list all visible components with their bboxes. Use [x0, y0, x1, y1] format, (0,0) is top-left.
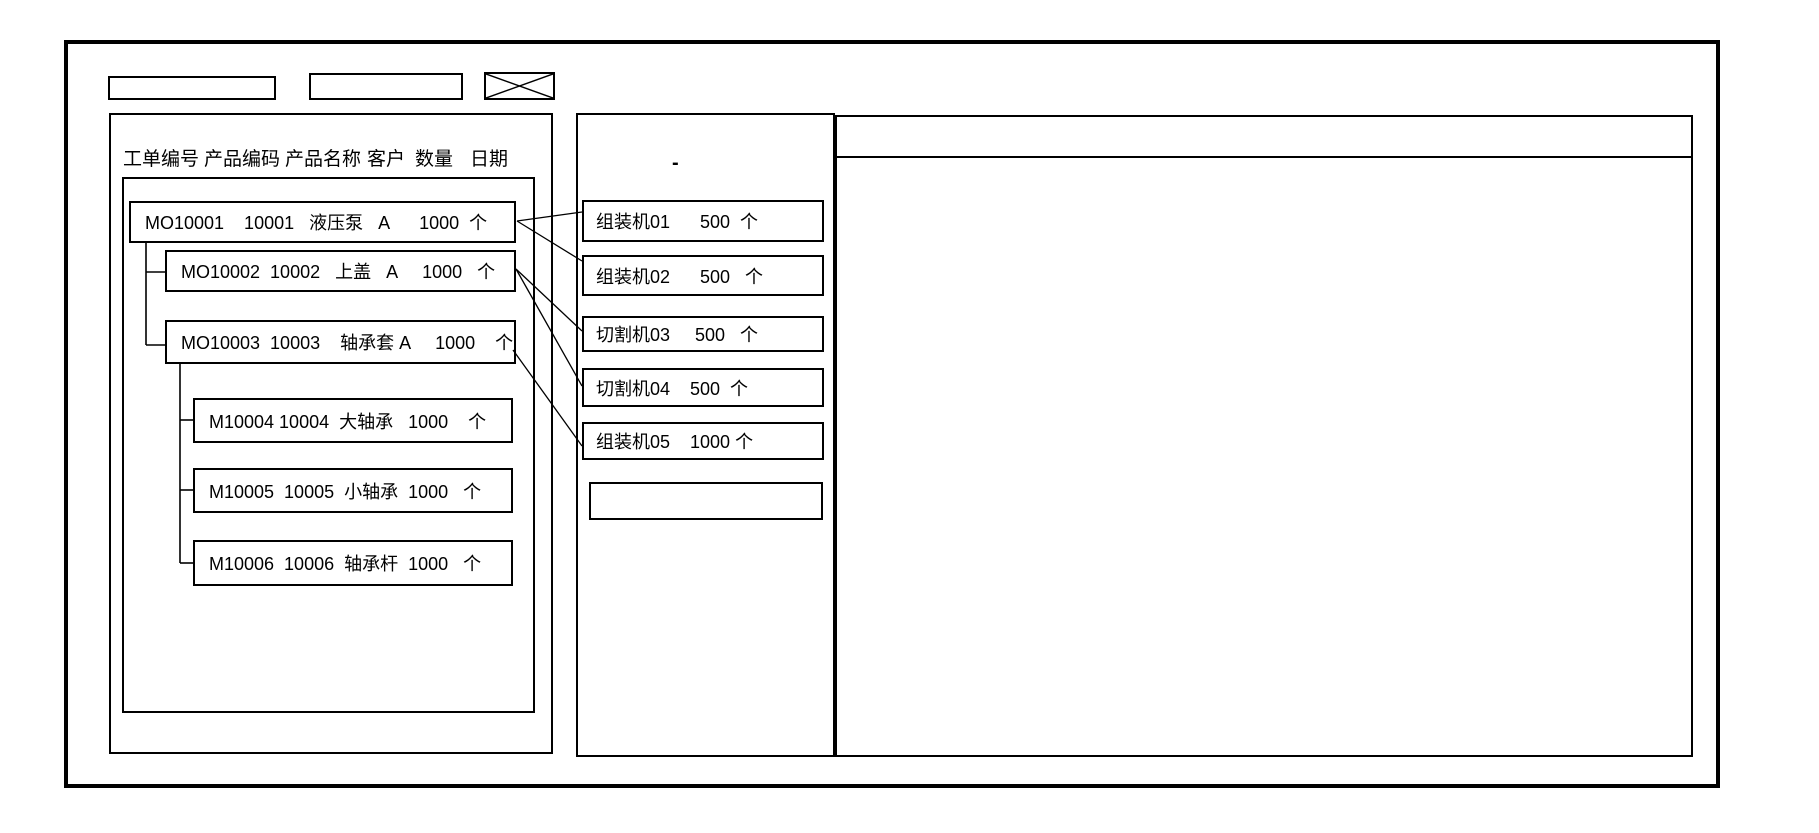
machine-item[interactable]: 组装机05 1000 个	[582, 422, 824, 460]
machine-item[interactable]: 组装机02 500 个	[582, 255, 824, 296]
column-header-product-code: 产品编码	[204, 149, 281, 170]
machine-panel-mark: -	[672, 152, 679, 174]
work-order-row[interactable]: M10006 10006 轴承杆 1000 个	[193, 540, 513, 586]
image-placeholder-icon	[484, 72, 555, 100]
toolbar-field-1[interactable]	[108, 76, 276, 100]
machine-item[interactable]: 切割机03 500 个	[582, 316, 824, 352]
machine-item[interactable]: 组装机01 500 个	[582, 200, 824, 242]
work-order-row[interactable]: M10004 10004 大轴承 1000 个	[193, 398, 513, 443]
machine-item-empty[interactable]	[589, 482, 823, 520]
work-order-row[interactable]: MO10002 10002 上盖 A 1000 个	[165, 250, 516, 292]
toolbar-field-2[interactable]	[309, 73, 463, 100]
work-order-row[interactable]: MO10003 10003 轴承套 A 1000 个	[165, 320, 516, 364]
detail-panel-header-divider	[837, 156, 1691, 158]
column-header-date: 日期	[470, 149, 509, 170]
column-header-product-name: 产品名称	[285, 149, 362, 170]
detail-panel	[835, 115, 1693, 757]
work-order-row[interactable]: MO10001 10001 液压泵 A 1000 个	[129, 201, 516, 243]
machine-item[interactable]: 切割机04 500 个	[582, 368, 824, 407]
work-order-row[interactable]: M10005 10005 小轴承 1000 个	[193, 468, 513, 513]
column-header-order-no: 工单编号	[123, 149, 200, 170]
column-header-customer: 客户	[367, 149, 406, 170]
column-header-qty: 数量	[415, 149, 454, 170]
